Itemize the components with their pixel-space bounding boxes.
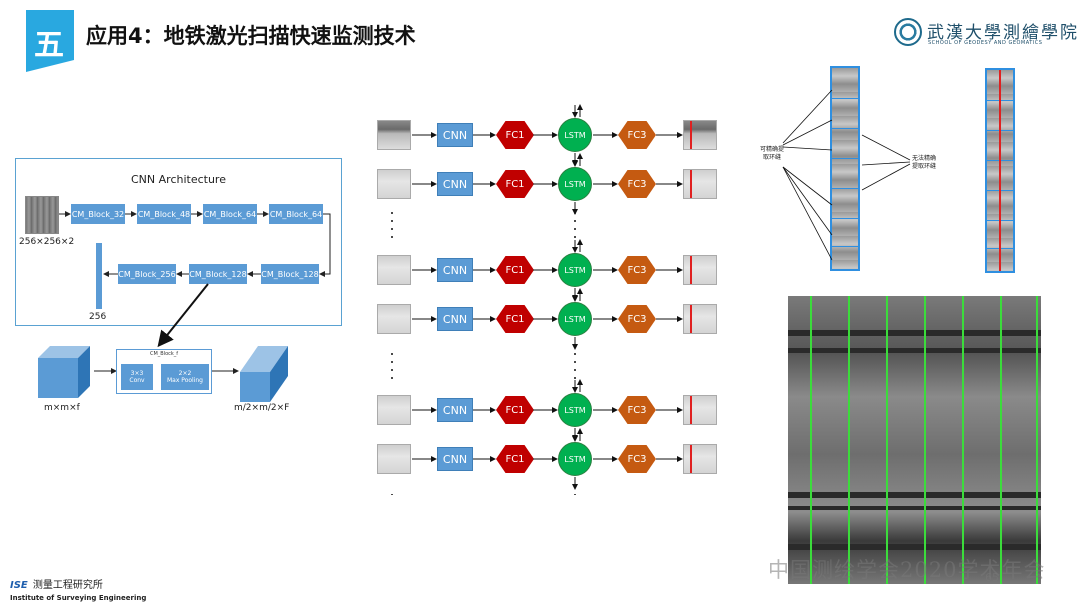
input-image-thumbnail	[25, 196, 59, 234]
footer-logo: ISE 测量工程研究所 Institute of Surveying Engin…	[10, 573, 146, 602]
ring-seam-strip-right	[985, 68, 1015, 273]
ring-seam-strip-left	[830, 66, 860, 271]
cm-block-4: CM_Block_64	[269, 204, 323, 224]
input-patch-6	[377, 444, 411, 474]
footer-cn: 测量工程研究所	[32, 580, 103, 591]
output-patch-4	[683, 304, 717, 334]
feature-vector-bar	[96, 243, 102, 309]
cnn-node-6: CNN	[437, 447, 473, 471]
lstm-node-4: LSTM	[558, 302, 592, 336]
output-patch-5	[683, 395, 717, 425]
page-number: 65	[985, 571, 999, 584]
watermark: 中国测绘学会2020学术年会	[768, 558, 1046, 582]
lstm-node-1: LSTM	[558, 118, 592, 152]
arrow-to-cm-block	[94, 368, 117, 374]
input-patch-4	[377, 304, 411, 334]
tunnel-scan-image	[788, 296, 1041, 584]
output-cube-label: m/2×m/2×F	[234, 403, 290, 413]
cm-block-5: CM_Block_256	[118, 264, 176, 284]
cnn-node-4: CNN	[437, 307, 473, 331]
arrow-from-cm-block	[212, 368, 239, 374]
seal-icon	[894, 18, 922, 46]
cm-block-6: CM_Block_128	[189, 264, 247, 284]
lstm-node-3: LSTM	[558, 253, 592, 287]
feature-size-label: 256	[89, 312, 107, 322]
logo-cn-text: 武漢大學測繪學院	[927, 23, 1079, 43]
network-arrows	[391, 104, 683, 495]
cnn-node-2: CNN	[437, 172, 473, 196]
cm-block-7: CM_Block_128	[261, 264, 319, 284]
cnn-architecture-title: CNN Architecture	[131, 173, 226, 186]
output-patch-6	[683, 444, 717, 474]
output-patch-3	[683, 255, 717, 285]
footer-en: Institute of Surveying Engineering	[10, 594, 147, 602]
logo-en-text: SCHOOL OF GEODESY AND GEOMATICS	[928, 40, 1043, 46]
detail-arrow	[157, 283, 209, 348]
conv-layer: 3×3 Conv	[121, 364, 153, 390]
cm-block-3: CM_Block_64	[203, 204, 257, 224]
output-patch-1	[683, 120, 717, 150]
input-cube-label: m×m×f	[44, 403, 80, 413]
cm-block-2: CM_Block_48	[137, 204, 191, 224]
cnn-architecture-panel: CNN Architecture 256×256×2 CM_Block_32 C…	[15, 158, 342, 326]
section-badge: 五	[26, 10, 76, 72]
lstm-node-6: LSTM	[558, 442, 592, 476]
cm-block-detail: CM_Block_f 3×3 Conv 2×2 Max Pooling	[116, 349, 212, 394]
input-size-label: 256×256×2	[19, 237, 75, 247]
cnn-arrows	[59, 211, 331, 277]
output-cube	[240, 346, 288, 402]
note-right: 无法精确 提取环缝	[912, 155, 937, 170]
input-patch-3	[377, 255, 411, 285]
university-logo: 武漢大學測繪學院 SCHOOL OF GEODESY AND GEOMATICS	[894, 14, 1077, 54]
input-cube	[38, 346, 90, 398]
cm-block-detail-title: CM_Block_f	[149, 351, 179, 357]
lstm-node-2: LSTM	[558, 167, 592, 201]
max-pooling-layer: 2×2 Max Pooling	[161, 364, 209, 390]
output-patch-2	[683, 169, 717, 199]
lstm-node-5: LSTM	[558, 393, 592, 427]
cm-block-1: CM_Block_32	[71, 204, 125, 224]
input-patch-2	[377, 169, 411, 199]
note-arrows	[782, 89, 911, 261]
note-left: 可精确提 取环缝	[760, 146, 785, 161]
page-title: 应用4：地铁激光扫描快速监测技术	[86, 24, 416, 48]
input-patch-1	[377, 120, 411, 150]
section-number: 五	[34, 28, 64, 63]
cnn-node-1: CNN	[437, 123, 473, 147]
input-patch-5	[377, 395, 411, 425]
cnn-node-3: CNN	[437, 258, 473, 282]
cnn-node-5: CNN	[437, 398, 473, 422]
footer-ise: ISE	[10, 580, 28, 591]
